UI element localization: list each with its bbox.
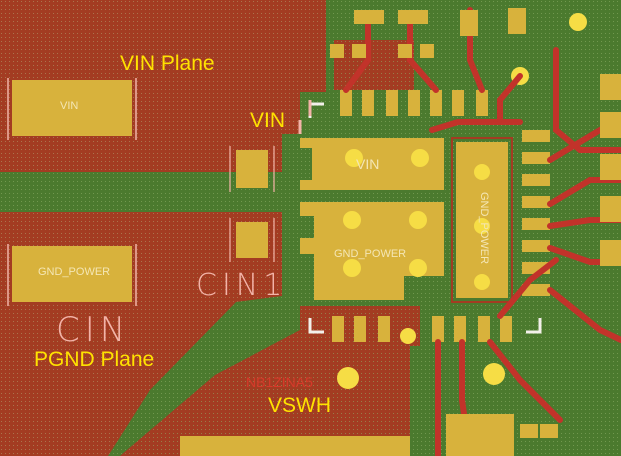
ic-vin-pad xyxy=(300,138,444,190)
bottom-small-pad-2 xyxy=(540,424,558,438)
ic-bottom-pins xyxy=(332,316,512,342)
cin1-top-pad xyxy=(236,150,268,188)
small-components-right xyxy=(600,74,621,266)
vin-left-pad xyxy=(12,80,132,136)
cin1-outline xyxy=(229,146,275,262)
gnd-left-pad xyxy=(12,246,132,302)
ic-top-pins xyxy=(340,90,488,116)
ic-right-pins xyxy=(522,130,550,296)
small-components-top xyxy=(330,8,526,58)
cin1-bottom-pad xyxy=(236,222,268,258)
vswh-inductor-pad xyxy=(180,436,410,456)
silk-mark xyxy=(298,100,312,134)
cin-outline xyxy=(7,78,137,306)
bottom-component-pad xyxy=(446,414,514,456)
ic-vias xyxy=(337,13,587,389)
bottom-small-pad-1 xyxy=(520,424,538,438)
ic-gnd-vertical-outline xyxy=(451,137,513,303)
ic-gnd-power-pad xyxy=(300,202,444,300)
